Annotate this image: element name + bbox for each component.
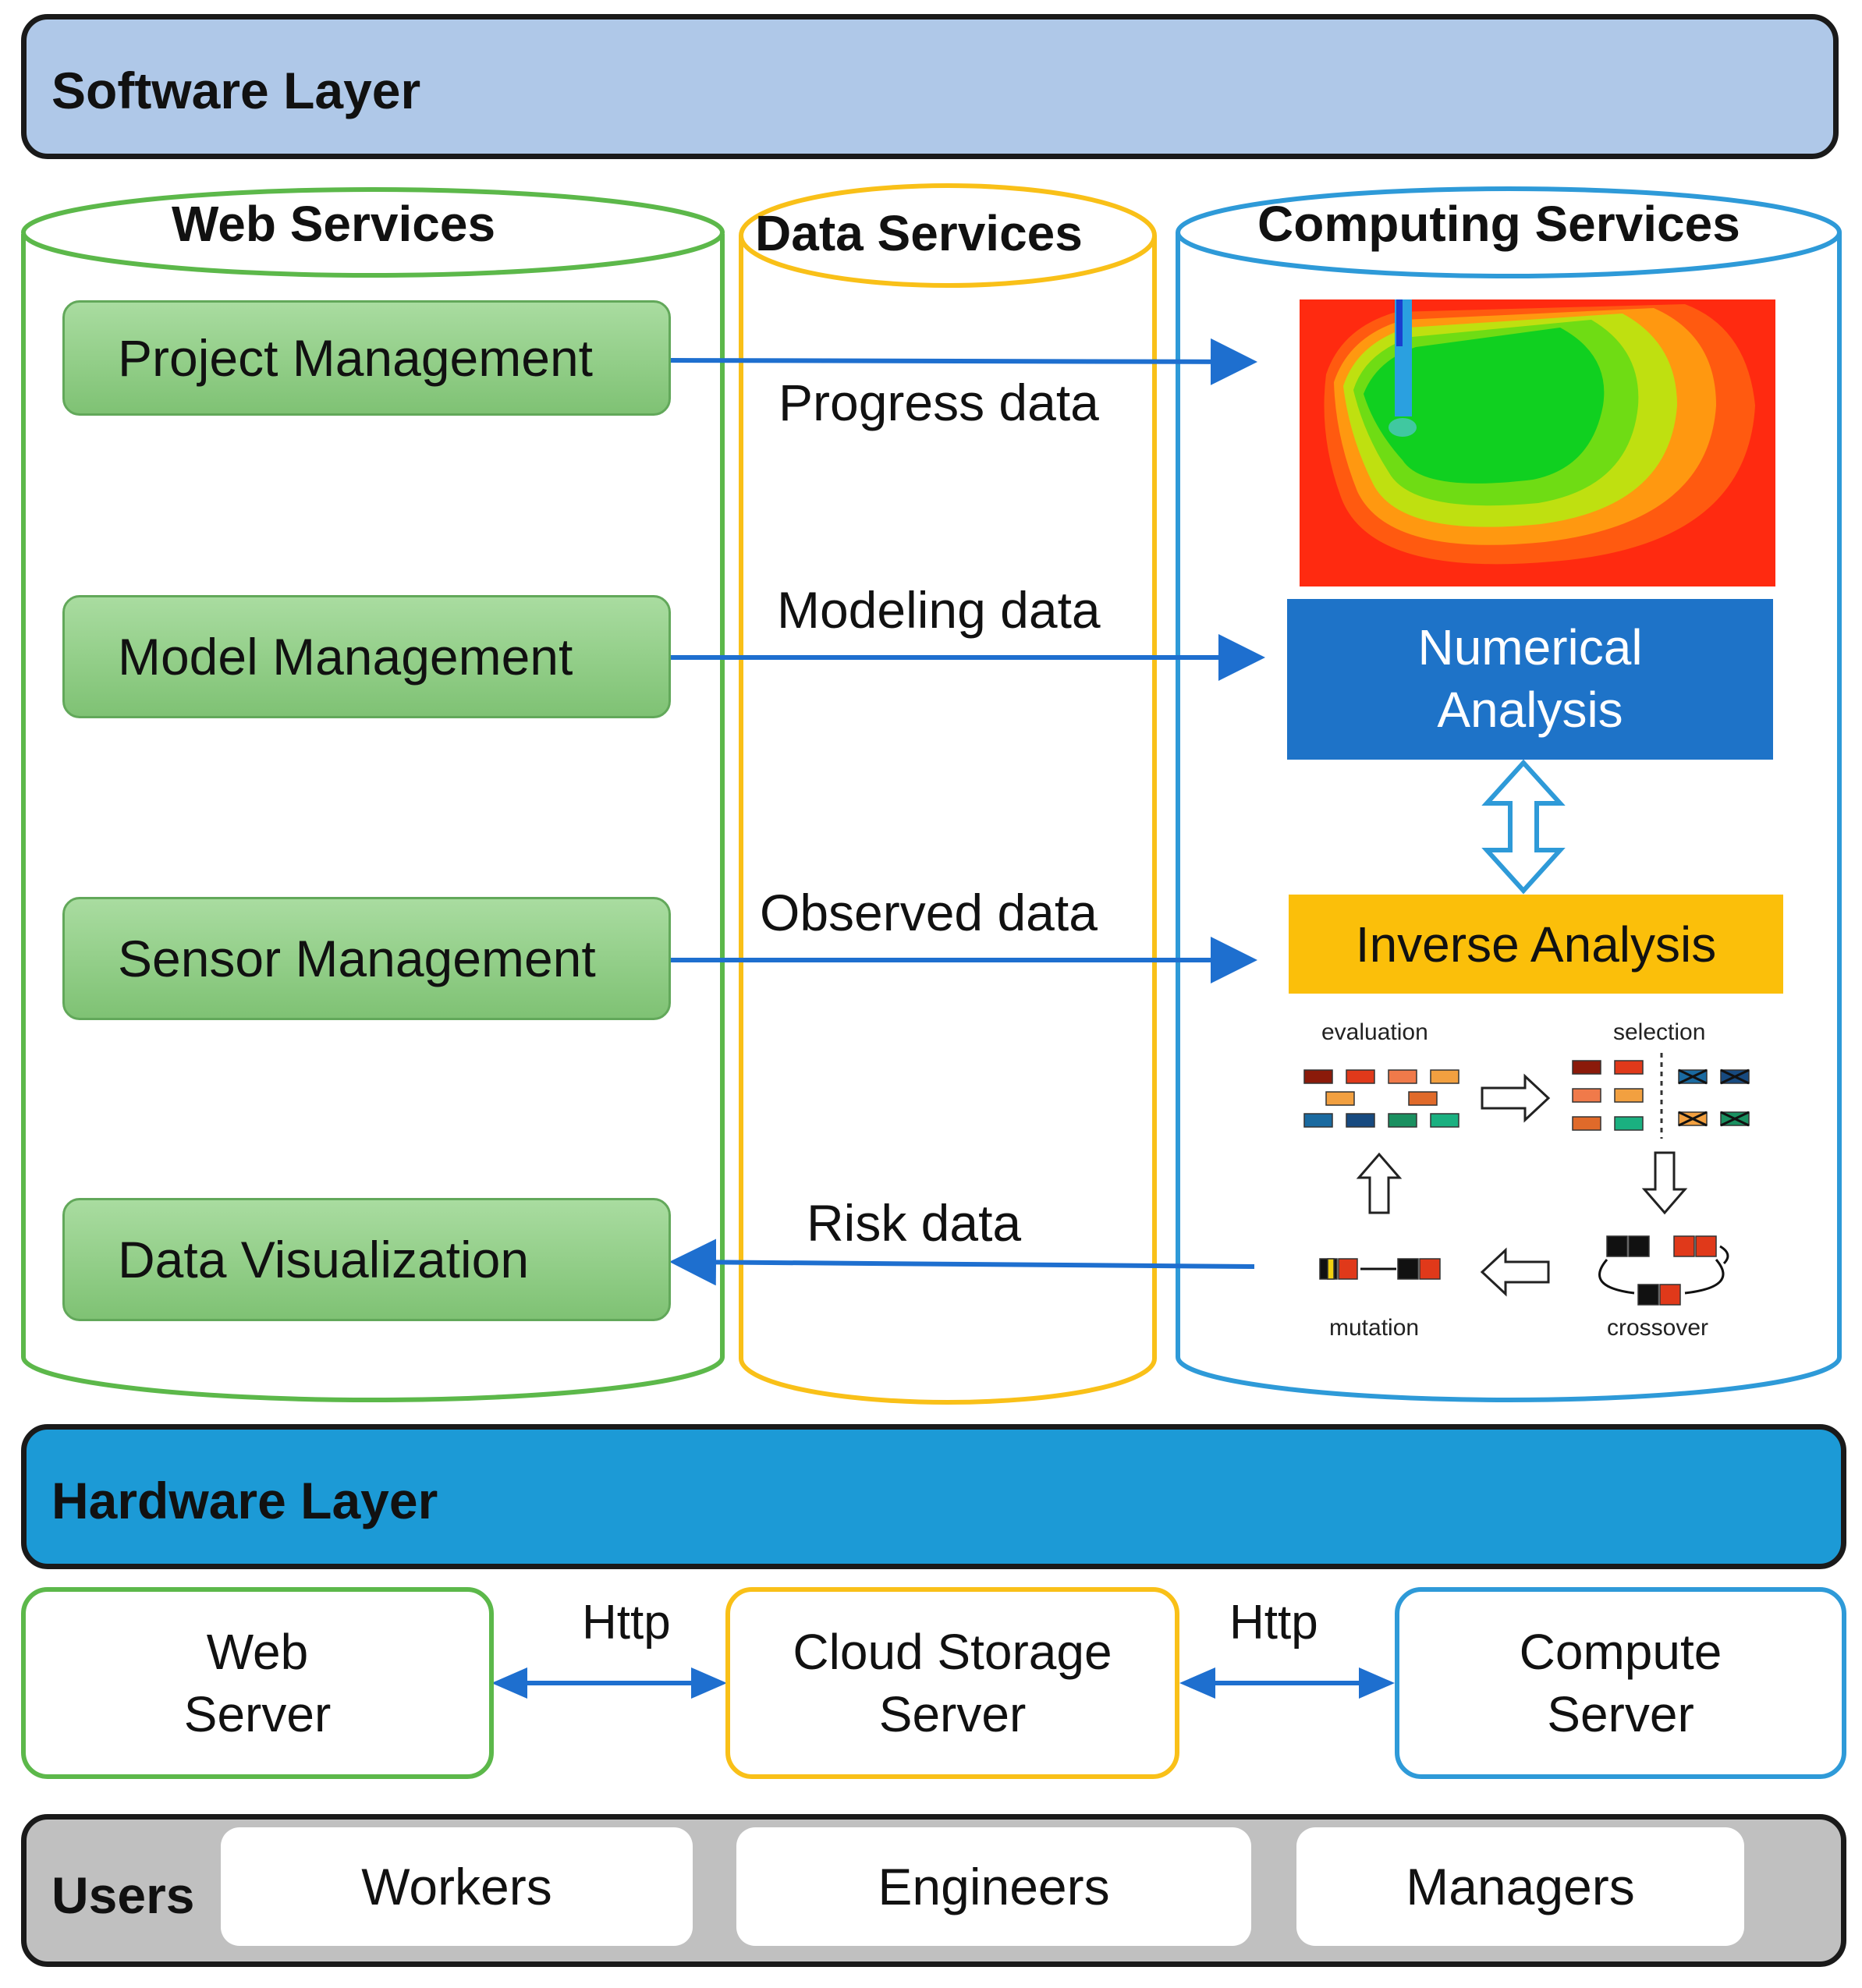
- inverse-analysis-label: Inverse Analysis: [1355, 916, 1717, 973]
- selection-blocks: [1572, 1053, 1750, 1139]
- web-server-line2: Server: [183, 1686, 332, 1742]
- bidirectional-arrow: [1481, 759, 1566, 895]
- users-title: Users: [51, 1866, 195, 1924]
- project-management-label: Project Management: [118, 329, 593, 387]
- sensor-management-label: Sensor Management: [118, 930, 596, 987]
- modeling-data-label: Modeling data: [777, 581, 1101, 639]
- managers-label: Managers: [1406, 1858, 1635, 1915]
- selection-label: selection: [1613, 1019, 1706, 1045]
- numerical-analysis-line1: Numerical: [1417, 619, 1643, 675]
- crossover-blocks: [1598, 1235, 1729, 1306]
- model-management-button[interactable]: Model Management: [62, 595, 671, 718]
- web-server-box: Web Server: [21, 1587, 494, 1779]
- mutation-blocks: [1319, 1258, 1441, 1280]
- evaluation-blocks: [1303, 1069, 1459, 1128]
- risk-data-label: Risk data: [807, 1194, 1022, 1252]
- hardware-layer-title: Hardware Layer: [51, 1472, 438, 1529]
- stress-contour-plot: [1300, 299, 1775, 586]
- model-management-label: Model Management: [118, 628, 573, 686]
- cloud-storage-server-box: Cloud Storage Server: [725, 1587, 1179, 1779]
- mutation-label: mutation: [1329, 1315, 1420, 1341]
- web-services-title: Web Services: [172, 196, 496, 252]
- computing-services-title: Computing Services: [1257, 196, 1740, 252]
- numerical-analysis-line2: Analysis: [1437, 682, 1623, 738]
- cloud-storage-server-line1: Cloud Storage: [793, 1624, 1112, 1680]
- user-engineers: Engineers: [736, 1827, 1251, 1946]
- inverse-analysis-box: Inverse Analysis: [1289, 895, 1783, 994]
- compute-server-box: Compute Server: [1395, 1587, 1846, 1779]
- compute-server-line2: Server: [1547, 1686, 1694, 1742]
- http-label-right: Http: [1229, 1596, 1318, 1650]
- cloud-storage-server-line2: Server: [878, 1686, 1027, 1742]
- ga-cycle-arrows: [1356, 1073, 1688, 1297]
- data-visualization-label: Data Visualization: [118, 1231, 530, 1288]
- numerical-analysis-box: Numerical Analysis: [1287, 599, 1773, 760]
- progress-arrow: [670, 338, 1257, 385]
- software-layer-title: Software Layer: [51, 62, 421, 119]
- user-managers: Managers: [1296, 1827, 1744, 1946]
- progress-data-label: Progress data: [778, 374, 1099, 431]
- risk-arrow: [669, 1239, 1255, 1286]
- software-layer-bar: [21, 14, 1839, 159]
- workers-label: Workers: [361, 1858, 552, 1915]
- http-label-left: Http: [582, 1596, 671, 1650]
- compute-server-line1: Compute: [1519, 1624, 1722, 1680]
- sensor-management-button[interactable]: Sensor Management: [62, 897, 671, 1020]
- project-management-button[interactable]: Project Management: [62, 300, 671, 416]
- data-services-title: Data Services: [755, 205, 1083, 261]
- crossover-label: crossover: [1607, 1315, 1709, 1341]
- evaluation-label: evaluation: [1321, 1019, 1428, 1045]
- observed-data-label: Observed data: [760, 884, 1098, 941]
- hardware-layer-bar: [21, 1424, 1846, 1569]
- data-visualization-button[interactable]: Data Visualization: [62, 1198, 671, 1321]
- http-arrows: [491, 1667, 1395, 1699]
- web-server-line1: Web: [206, 1624, 309, 1680]
- computing-services-cylinder: [1176, 186, 1842, 1402]
- user-workers: Workers: [221, 1827, 693, 1946]
- data-services-cylinder: [739, 183, 1157, 1405]
- web-services-cylinder: [21, 187, 725, 1402]
- engineers-label: Engineers: [878, 1858, 1110, 1915]
